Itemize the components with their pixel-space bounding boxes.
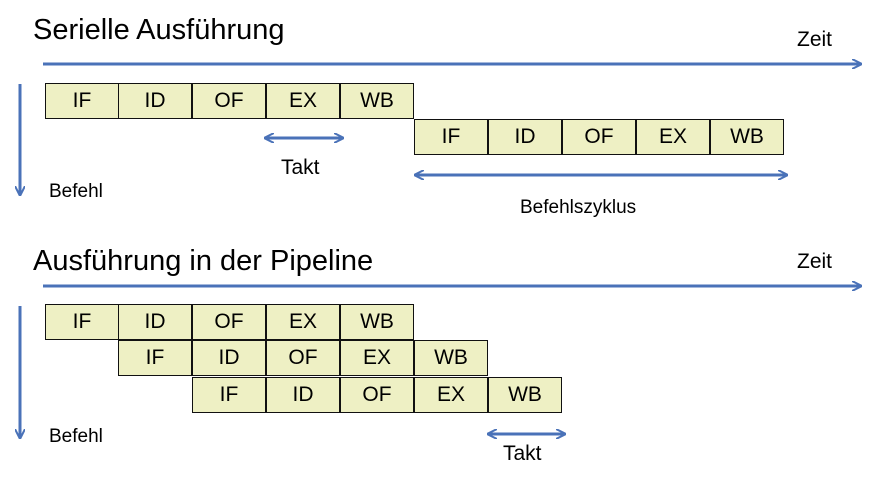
stage-cell: IF: [414, 119, 488, 155]
stage-cell: WB: [488, 377, 562, 413]
stage-cell: IF: [45, 304, 119, 340]
serial-takt-label: Takt: [281, 156, 320, 179]
stage-cell: OF: [266, 340, 340, 376]
serial-instruction-label: Befehl: [49, 181, 103, 202]
stage-cell: ID: [118, 83, 192, 119]
serial-title: Serielle Ausführung: [33, 14, 285, 46]
stage-cell: IF: [45, 83, 119, 119]
pipeline-takt-label: Takt: [503, 442, 542, 465]
stage-cell: OF: [340, 377, 414, 413]
stage-cell: WB: [710, 119, 784, 155]
pipeline-instruction-label: Befehl: [49, 426, 103, 447]
stage-cell: EX: [266, 83, 340, 119]
serial-cycle-label: Befehlszyklus: [520, 197, 637, 218]
pipeline-title: Ausführung in der Pipeline: [33, 245, 374, 277]
stage-cell: EX: [414, 377, 488, 413]
stage-cell: IF: [118, 340, 192, 376]
serial-time-label: Zeit: [797, 28, 833, 51]
stage-cell: IF: [192, 377, 266, 413]
stage-cell: OF: [192, 304, 266, 340]
stage-cell: EX: [340, 340, 414, 376]
stage-cell: ID: [118, 304, 192, 340]
stage-cell: ID: [266, 377, 340, 413]
stage-cell: OF: [562, 119, 636, 155]
stage-cell: WB: [414, 340, 488, 376]
stage-cell: ID: [488, 119, 562, 155]
stage-cell: WB: [340, 83, 414, 119]
pipeline-time-label: Zeit: [797, 250, 833, 273]
stage-cell: ID: [192, 340, 266, 376]
stage-cell: EX: [266, 304, 340, 340]
stage-cell: OF: [192, 83, 266, 119]
stage-cell: EX: [636, 119, 710, 155]
stage-cell: WB: [340, 304, 414, 340]
